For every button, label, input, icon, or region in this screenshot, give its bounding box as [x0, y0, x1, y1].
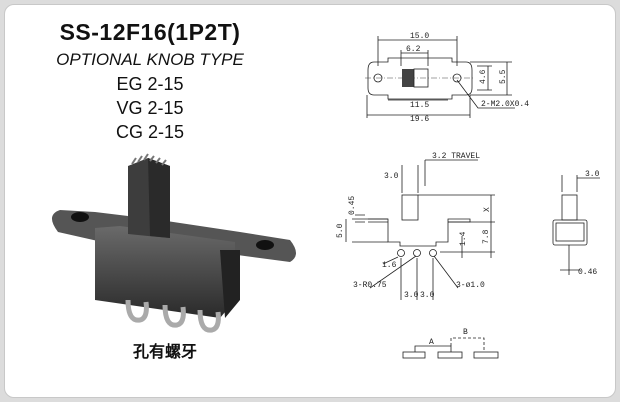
threaded-hole-note: 孔有螺牙: [132, 344, 197, 361]
dim-x: X: [483, 207, 492, 212]
side-view-drawing: 3.2 TRAVEL 3.0 0.45 5.0 X 7.8 1.4 1.6 3-…: [336, 152, 495, 300]
product-subtitle: OPTIONAL KNOB TYPE: [56, 50, 244, 69]
dim-knob: 3.0: [384, 172, 399, 181]
dim-0-45: 0.45: [348, 196, 357, 215]
dim-5-0: 5.0: [336, 223, 345, 238]
model-label: EG 2-15: [116, 74, 184, 94]
dim-15: 15.0: [410, 32, 429, 41]
dim-4-6: 4.6: [479, 69, 488, 84]
dim-screw: 2-M2.0X0.4: [481, 100, 529, 109]
switch-photo: [51, 153, 296, 333]
switch-schematic: A B: [402, 328, 499, 359]
dim-5-5: 5.5: [499, 69, 508, 84]
position-a: A: [429, 338, 434, 347]
dim-6-2: 6.2: [406, 45, 421, 54]
product-title: SS-12F16(1P2T): [59, 19, 241, 45]
dim-1-6: 1.6: [382, 261, 397, 270]
dim-hole: 3-ø1.0: [456, 281, 485, 290]
end-view-drawing: 3.0 0.46: [552, 170, 600, 277]
dim-pitch: 3.0: [404, 291, 419, 300]
model-label: CG 2-15: [115, 122, 185, 142]
dim-pin: 0.46: [578, 268, 597, 277]
dim-11-5: 11.5: [410, 101, 429, 110]
dim-radius: 3-R0.75: [353, 281, 387, 290]
dim-end-width: 3.0: [585, 170, 600, 179]
spec-panel: [4, 4, 616, 398]
dim-19-6: 19.6: [410, 115, 429, 124]
position-b: B: [463, 328, 468, 337]
dim-1-4: 1.4: [459, 231, 468, 246]
top-view-drawing: 15.0 6.2 4.6 5.5 11.5 19.6 2-M2.0X0.4: [365, 32, 529, 124]
dim-travel: 3.2 TRAVEL: [432, 152, 480, 161]
dim-7-8: 7.8: [482, 229, 491, 244]
model-label: VG 2-15: [116, 98, 184, 118]
dim-pitch: 3.0: [420, 291, 435, 300]
